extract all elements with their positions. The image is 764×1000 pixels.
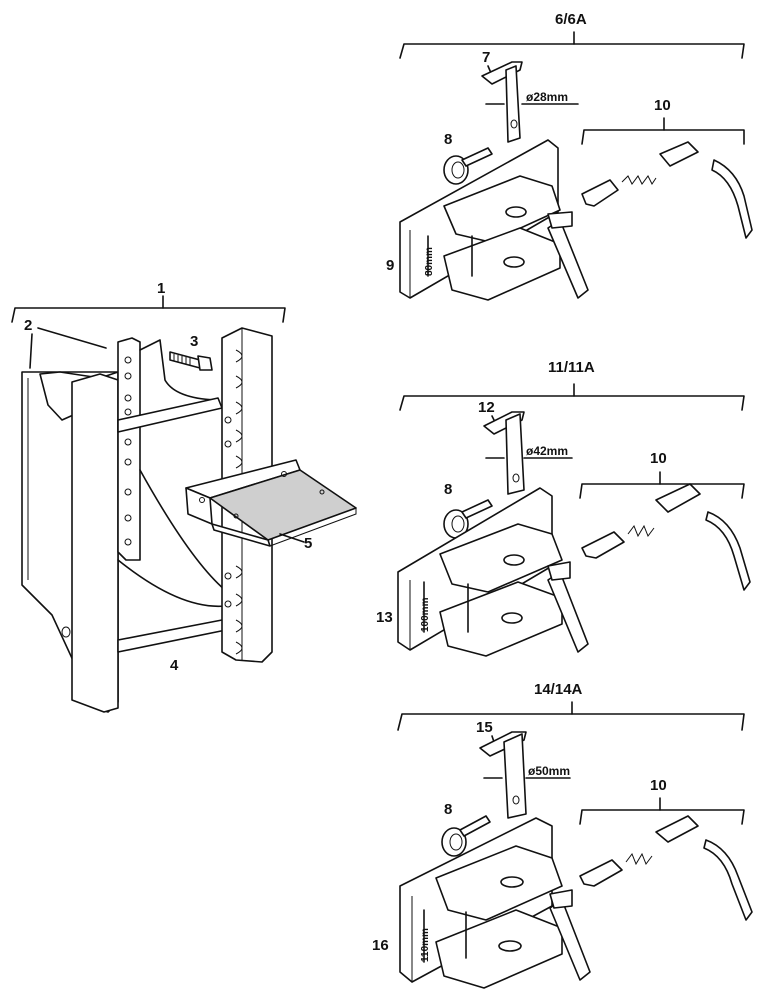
bracket-14-14a xyxy=(397,713,745,731)
group-label-6-6a: 6/6A xyxy=(555,11,587,28)
pin-diameter-15: ø50mm xyxy=(528,764,570,778)
lynch-pin-8c xyxy=(441,827,467,857)
jaw-height-16: 110mm xyxy=(420,928,431,962)
latch-part-b xyxy=(581,531,625,559)
hitch-group-11-11a: 11/11A 12 ø42mm 8 100mm 13 10 xyxy=(376,359,751,657)
hitch-frame-assembly: 1 2 xyxy=(11,280,357,713)
callout-1: 1 xyxy=(157,280,165,297)
callout-5: 5 xyxy=(304,535,312,552)
jaw-height-13: 100mm xyxy=(420,597,431,632)
bracket-1 xyxy=(11,307,286,323)
bracket-10-a xyxy=(581,129,745,145)
pin-diameter-12: ø42mm xyxy=(526,444,568,458)
callout-15: 15 xyxy=(476,719,493,736)
group-label-14-14a: 14/14A xyxy=(534,681,583,698)
callout-10-b: 10 xyxy=(650,450,667,467)
handle-10-c xyxy=(703,839,753,921)
callout-7: 7 xyxy=(482,49,490,66)
step-plate xyxy=(185,459,357,547)
bracket-11-11a xyxy=(399,395,745,411)
callout-8-b: 8 xyxy=(444,481,452,498)
jaw-height-9: 80mm xyxy=(424,247,435,276)
front-upright xyxy=(71,373,119,713)
bracket-10-c xyxy=(579,809,745,825)
bolt xyxy=(169,351,213,371)
lynch-pin-8 xyxy=(443,155,469,185)
latch-part xyxy=(581,179,619,207)
handle-10-b xyxy=(705,511,751,591)
lower-cross-bar xyxy=(117,619,227,653)
pin-diameter-7: ø28mm xyxy=(526,90,568,104)
callout-8-a: 8 xyxy=(444,131,452,148)
latch-part-c xyxy=(579,859,623,887)
callout-8-c: 8 xyxy=(444,801,452,818)
callout-10-c: 10 xyxy=(650,777,667,794)
hitch-group-14-14a: 14/14A 15 ø50mm 8 110mm 16 10 xyxy=(372,681,753,989)
callout-3: 3 xyxy=(190,333,198,350)
callout-2: 2 xyxy=(24,317,32,334)
bracket-10-b xyxy=(579,483,745,499)
handle-10-a xyxy=(711,159,753,239)
rear-plate xyxy=(117,337,141,561)
group-label-11-11a: 11/11A xyxy=(548,359,595,376)
hitch-group-6-6a: 6/6A 7 ø28mm 8 80mm 9 10 xyxy=(386,11,753,301)
bracket-6-6a xyxy=(399,43,745,59)
callout-10-a: 10 xyxy=(654,97,671,114)
callout-16: 16 xyxy=(372,937,389,954)
callout-4: 4 xyxy=(170,657,179,674)
callout-9: 9 xyxy=(386,257,394,274)
callout-13: 13 xyxy=(376,609,393,626)
callout-12: 12 xyxy=(478,399,495,416)
